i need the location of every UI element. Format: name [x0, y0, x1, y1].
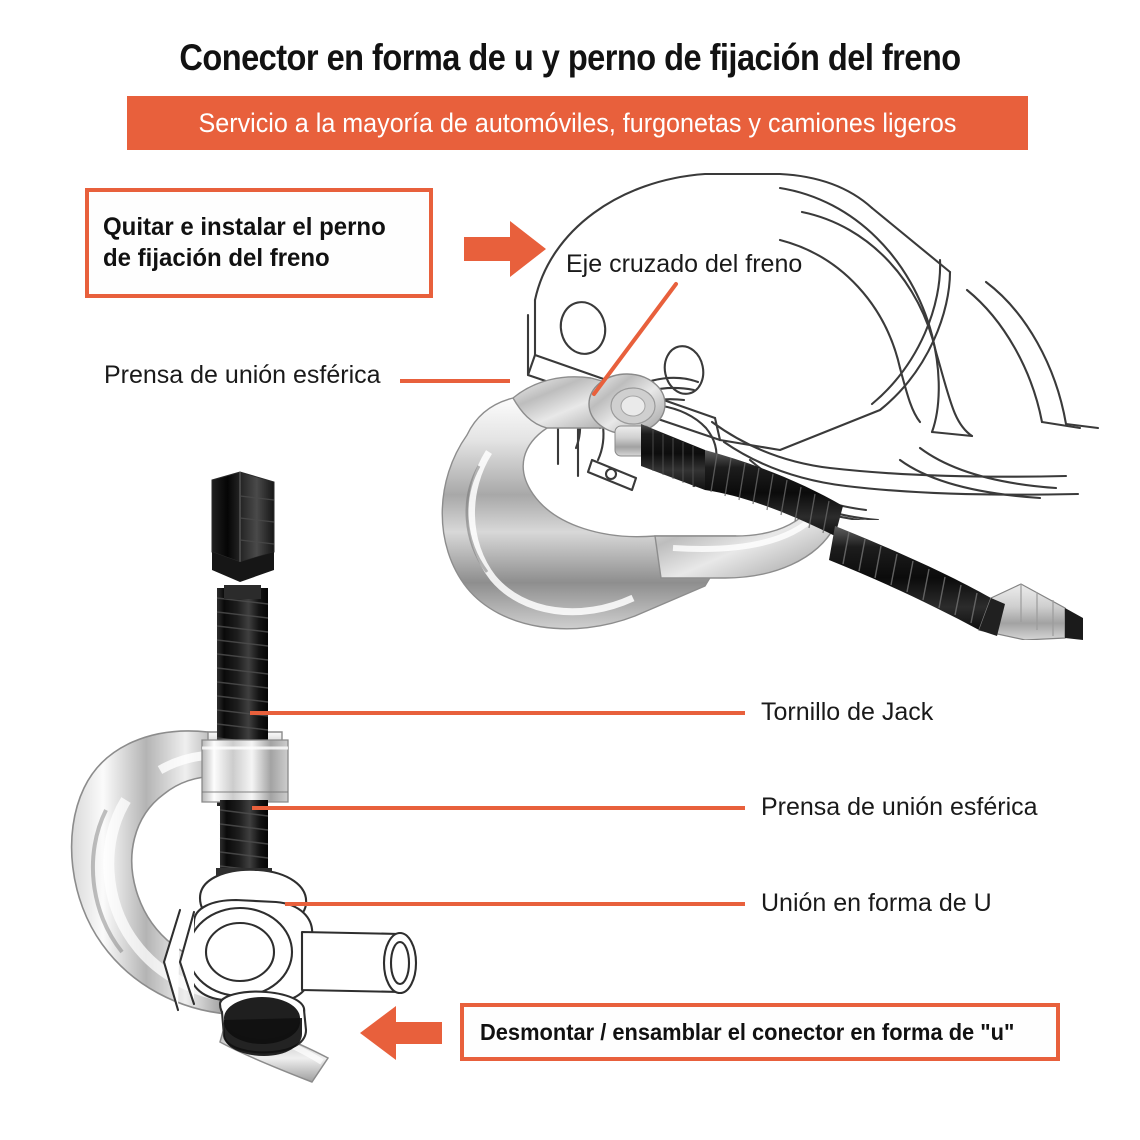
- arrow-right-icon: [464, 221, 546, 277]
- leader-line-brake-cross-shaft: [592, 282, 678, 396]
- label-jack-screw: Tornillo de Jack: [761, 698, 934, 726]
- callout-bottom-text: Desmontar / ensamblar el conector en for…: [480, 1018, 1015, 1045]
- leader-line-ball-joint-press-top: [400, 379, 510, 383]
- ball-joint-press-tool-top: [441, 373, 1083, 640]
- brake-caliper-drawing: [526, 172, 1100, 520]
- leader-line-ball-joint-press-bottom: [252, 806, 745, 810]
- arrow-left-icon: [360, 1006, 442, 1060]
- label-brake-cross-shaft: Eje cruzado del freno: [566, 250, 803, 278]
- label-ball-joint-press-bottom: Prensa de unión esférica: [761, 793, 1038, 821]
- label-ball-joint-press-top: Prensa de unión esférica: [104, 361, 381, 389]
- callout-top-text: Quitar e instalar el perno de fijación d…: [103, 213, 386, 272]
- leader-line-jack-screw: [250, 711, 745, 715]
- label-u-joint: Unión en forma de U: [761, 889, 992, 917]
- callout-box-bottom: Desmontar / ensamblar el conector en for…: [460, 1003, 1060, 1061]
- u-joint-press-tool-bottom: [70, 471, 418, 1083]
- page-title: Conector en forma de u y perno de fijaci…: [179, 37, 961, 78]
- subtitle-banner: Servicio a la mayoría de automóviles, fu…: [127, 96, 1028, 150]
- subtitle-text: Servicio a la mayoría de automóviles, fu…: [198, 108, 957, 138]
- callout-box-top: Quitar e instalar el perno de fijación d…: [85, 188, 433, 298]
- leader-line-u-joint: [285, 902, 745, 906]
